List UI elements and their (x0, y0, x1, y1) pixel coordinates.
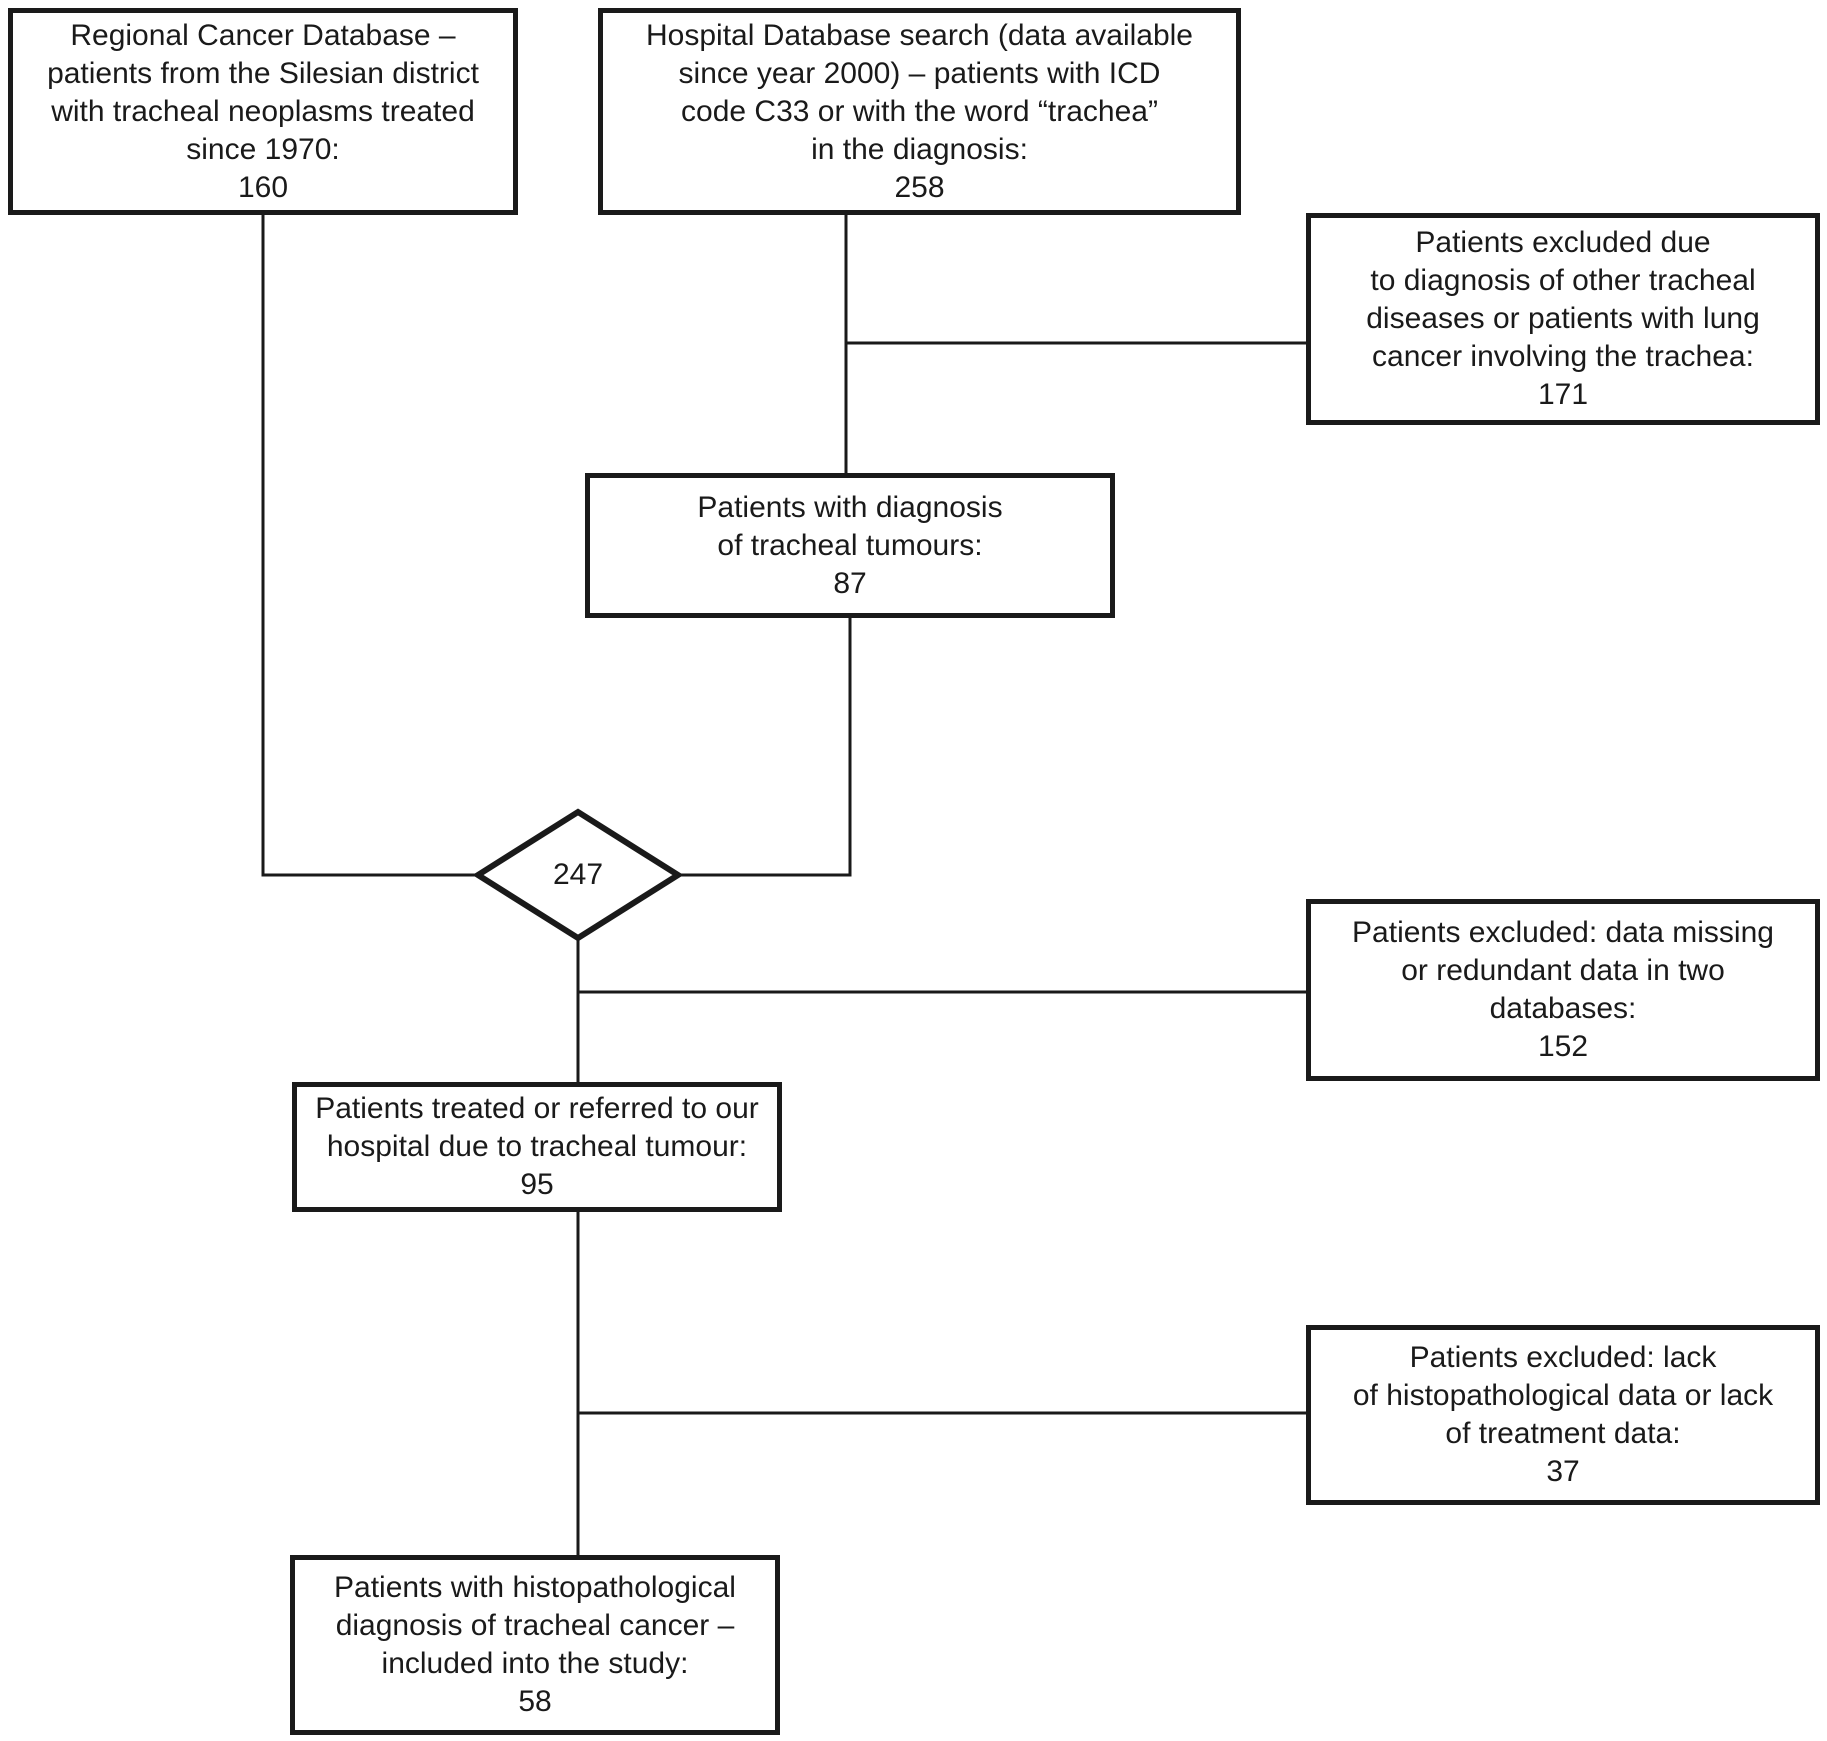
connector-regional-db-to-merge (261, 215, 478, 877)
node-count: 95 (520, 1168, 554, 1201)
node-included-into-study: Patients with histopathological diagnosi… (290, 1555, 780, 1735)
node-count: 160 (237, 170, 289, 204)
merge-diamond-shape (472, 808, 684, 942)
node-excluded-no-histopathology: Patients excluded: lack of histopatholog… (1306, 1325, 1820, 1505)
node-regional-cancer-database: Regional Cancer Database – patients from… (8, 8, 518, 215)
node-treated-or-referred: Patients treated or referred to our hosp… (292, 1082, 782, 1212)
node-count: 258 (894, 170, 945, 204)
connector-tumours-to-merge (678, 618, 852, 877)
node-text: Regional Cancer Database – patients from… (47, 18, 479, 166)
node-text: Patients with histopathological diagnosi… (334, 1571, 736, 1680)
node-hospital-database-search: Hospital Database search (data available… (598, 8, 1241, 215)
node-count: 152 (1537, 1030, 1589, 1063)
node-text: Patients with diagnosis of tracheal tumo… (697, 490, 1003, 562)
node-text: Hospital Database search (data available… (646, 18, 1193, 166)
node-tracheal-tumours-diagnosis: Patients with diagnosis of tracheal tumo… (585, 473, 1115, 618)
node-text: Patients excluded: data missing or redun… (1352, 916, 1774, 1025)
node-count: 37 (1546, 1455, 1580, 1488)
node-text: Patients excluded due to diagnosis of ot… (1366, 226, 1760, 373)
node-text: Patients excluded: lack of histopatholog… (1352, 1341, 1774, 1450)
node-text: Patients treated or referred to our hosp… (315, 1092, 759, 1163)
node-count: 58 (518, 1685, 552, 1718)
node-count: 87 (833, 566, 867, 600)
merge-diamond-count: 247 (552, 858, 604, 891)
node-excluded-other-tracheal-diseases: Patients excluded due to diagnosis of ot… (1306, 213, 1820, 425)
node-count: 171 (1537, 378, 1589, 411)
node-excluded-missing-data: Patients excluded: data missing or redun… (1306, 899, 1820, 1081)
